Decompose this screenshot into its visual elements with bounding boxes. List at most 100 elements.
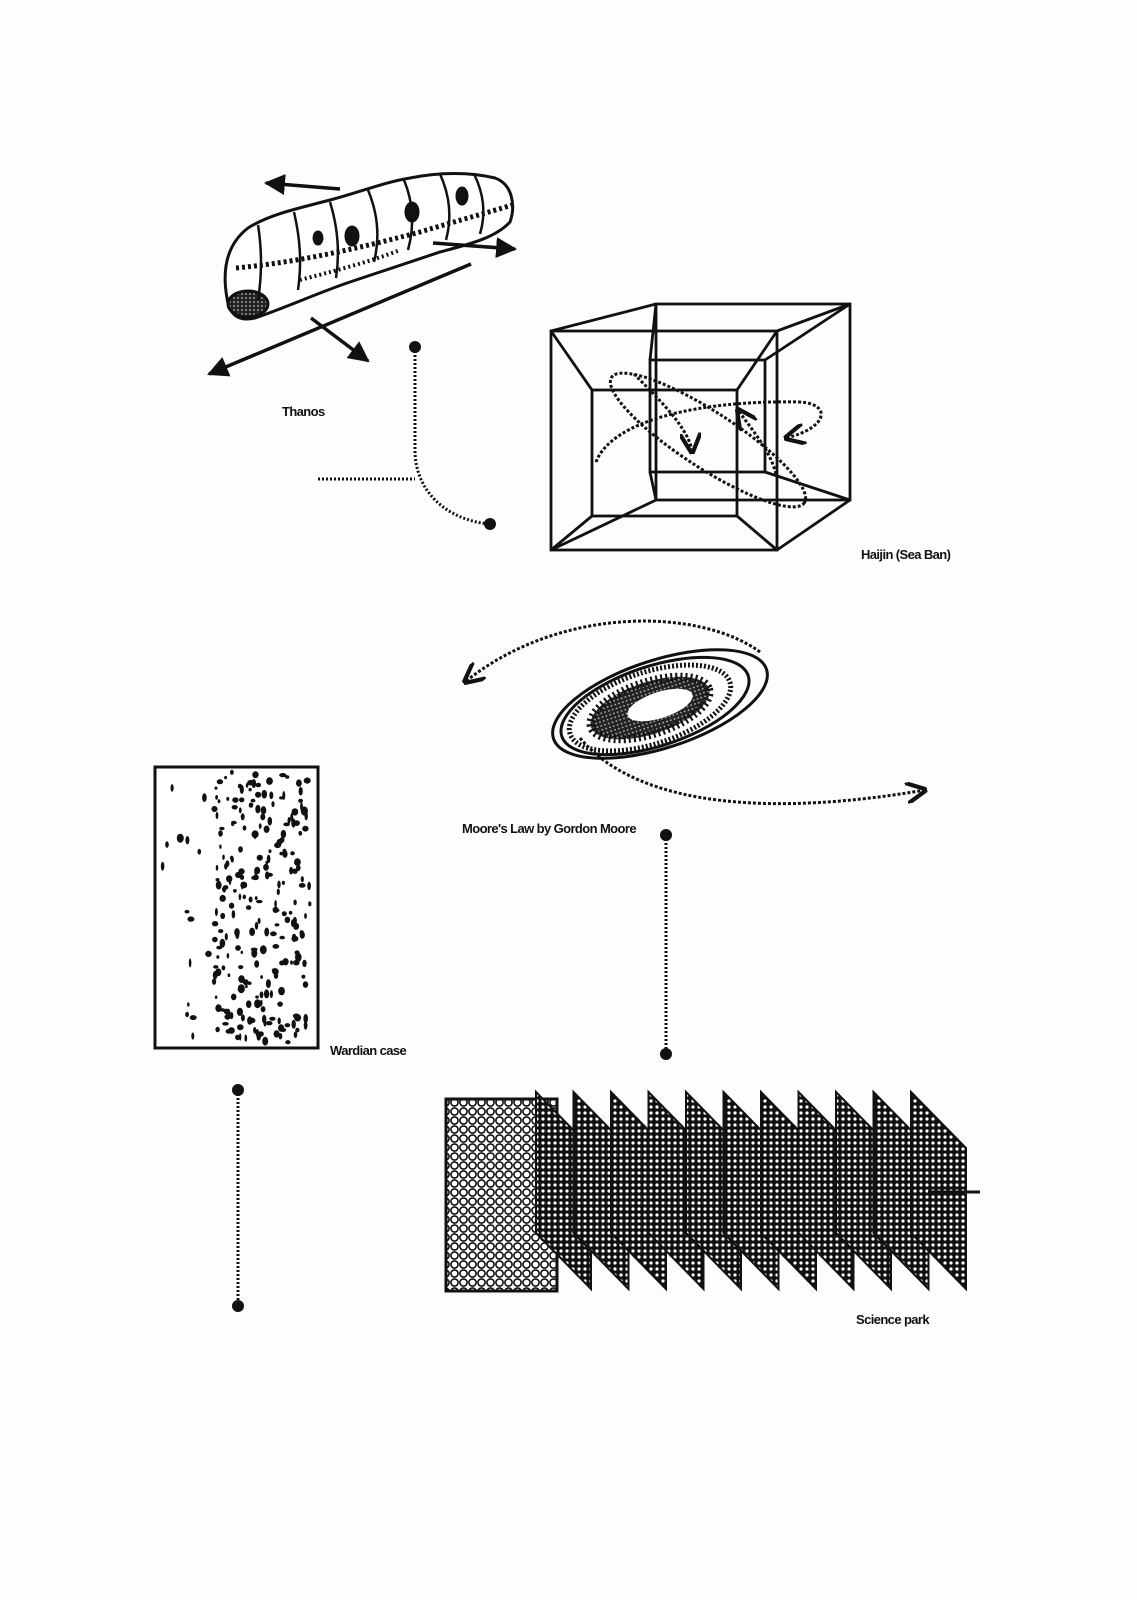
speckle: [301, 974, 306, 979]
speckle: [218, 830, 223, 837]
speckle: [218, 929, 224, 934]
speckle: [214, 786, 218, 790]
speckle: [260, 975, 263, 979]
speckle: [217, 799, 221, 804]
speckle: [224, 775, 228, 780]
speckle: [240, 950, 244, 955]
speckle: [220, 912, 226, 920]
speckle: [234, 928, 240, 935]
speckle: [245, 905, 252, 910]
speckle: [242, 825, 247, 831]
speckle: [242, 894, 246, 900]
speckle: [236, 1007, 243, 1017]
speckle: [226, 796, 230, 801]
speckle: [295, 952, 302, 962]
speckle: [254, 866, 261, 875]
speckle: [245, 984, 248, 989]
connector-node: [409, 341, 421, 353]
speckle: [293, 922, 300, 930]
speckle: [300, 806, 308, 816]
speckle: [205, 950, 212, 958]
speckle: [298, 883, 306, 888]
speckle: [240, 881, 248, 889]
label-science-park: Science park: [856, 1312, 930, 1327]
speckle: [272, 944, 280, 949]
speckle: [214, 995, 218, 999]
label-moore: Moore's Law by Gordon Moore: [462, 821, 637, 836]
speckle: [261, 789, 268, 799]
speckle: [232, 797, 239, 803]
connector-node: [660, 1048, 672, 1060]
speckle: [238, 893, 242, 901]
speckle: [225, 1029, 231, 1034]
speckle: [296, 864, 301, 872]
speckle: [291, 919, 294, 927]
speckle: [230, 993, 237, 1001]
speckle: [291, 808, 299, 816]
speckle: [221, 965, 226, 971]
speckle: [254, 999, 261, 1009]
speckle: [303, 777, 311, 784]
speckle: [273, 1030, 280, 1038]
speckle: [247, 1016, 253, 1025]
speckle: [235, 1034, 241, 1041]
speckle: [250, 798, 256, 803]
speckle: [290, 851, 295, 856]
speckle: [281, 911, 287, 917]
speckle: [259, 945, 267, 955]
speckle: [289, 866, 294, 875]
speckle: [215, 795, 219, 800]
speckle: [254, 921, 259, 930]
speckle: [219, 844, 222, 849]
wardian-speckles: [160, 769, 312, 1046]
speckle: [271, 968, 279, 973]
speckle: [295, 1027, 300, 1033]
speckle: [215, 811, 219, 820]
connector-node: [660, 829, 672, 841]
speckle: [202, 793, 207, 802]
thanos-arrows: [207, 174, 518, 377]
speckle: [228, 902, 235, 909]
speckle: [215, 864, 219, 871]
speckle: [231, 910, 236, 919]
moore-icon: [465, 619, 925, 806]
caterpillar-body: [223, 172, 515, 321]
speckle: [284, 1023, 291, 1028]
speckle: [262, 1036, 269, 1046]
speckle: [285, 775, 290, 779]
speckle: [223, 1008, 230, 1015]
speckle: [263, 989, 270, 999]
speckle: [254, 896, 258, 901]
speckle: [224, 1014, 231, 1020]
speckle: [185, 1011, 190, 1018]
speckle: [279, 837, 285, 843]
speckle: [233, 889, 237, 893]
speckle: [269, 990, 273, 998]
speckle: [237, 984, 245, 994]
speckle: [267, 816, 273, 826]
speckle: [253, 831, 257, 840]
speckle: [303, 1021, 308, 1030]
connector-node: [232, 1084, 244, 1096]
speckle: [255, 899, 263, 904]
speckle: [239, 874, 245, 880]
speckle: [274, 923, 280, 927]
speckle: [254, 960, 260, 968]
speckle: [296, 779, 302, 787]
speckle: [298, 830, 303, 836]
speckle: [238, 807, 242, 814]
speckle: [216, 955, 220, 959]
connector-node: [232, 1300, 244, 1312]
speckle: [256, 1032, 261, 1041]
speckle: [222, 1022, 229, 1026]
speckle: [219, 894, 226, 902]
speckle: [227, 973, 231, 977]
speckle: [278, 986, 285, 996]
speckle: [292, 868, 298, 874]
speckle: [191, 1032, 195, 1040]
speckle: [249, 927, 256, 936]
speckle: [237, 1024, 244, 1031]
speckle: [226, 953, 230, 959]
speckle: [294, 858, 301, 866]
speckle: [230, 769, 234, 775]
